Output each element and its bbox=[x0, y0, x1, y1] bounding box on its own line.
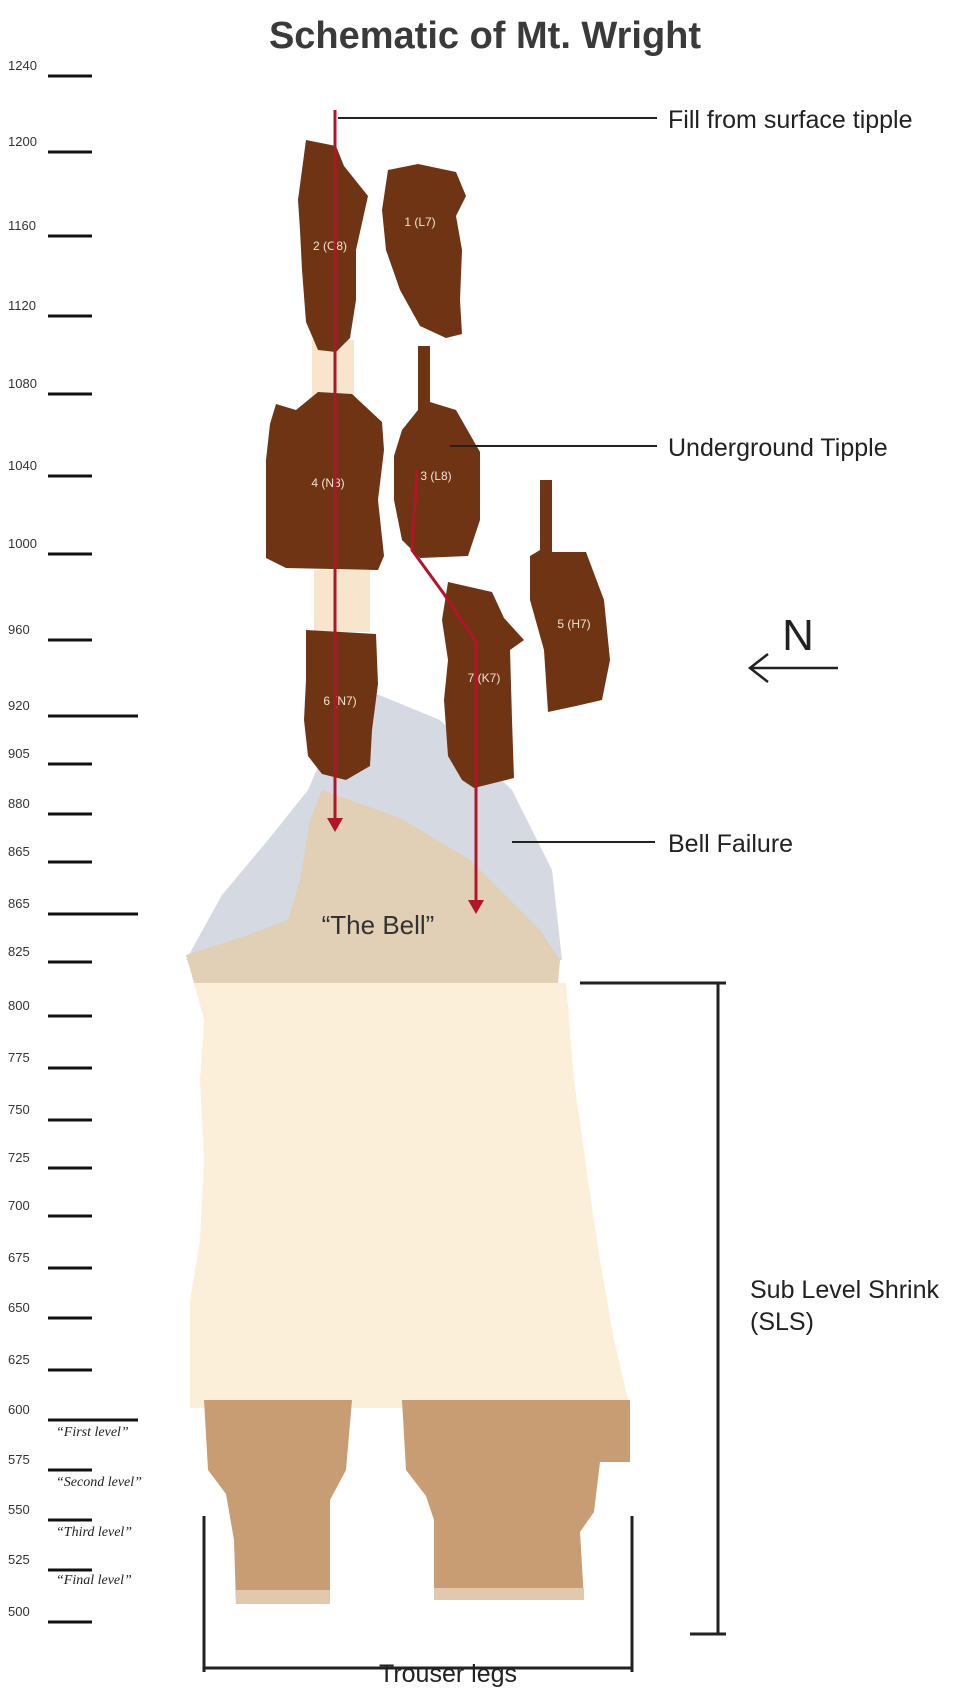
level-label-first: “First level” bbox=[56, 1425, 129, 1440]
elevation-tick-label: 725 bbox=[8, 1150, 30, 1165]
elevation-tick-label: 1000 bbox=[8, 536, 37, 551]
stope-5: 5 (H7) bbox=[530, 480, 610, 712]
elevation-tick-label: 700 bbox=[8, 1198, 30, 1213]
elevation-tick-label: 650 bbox=[8, 1300, 30, 1315]
level-label-second: “Second level” bbox=[56, 1475, 142, 1490]
pillar-shaft-lower bbox=[314, 570, 370, 632]
elevation-axis: 1240 1200 1160 1120 1080 1040 1000 960 920 905 880… bbox=[8, 58, 138, 1624]
elevation-tick-label: 750 bbox=[8, 1102, 30, 1117]
stope-4: 4 (N8) bbox=[266, 392, 384, 570]
stope-7: 7 (K7) bbox=[442, 582, 524, 788]
elevation-tick-label: 800 bbox=[8, 998, 30, 1013]
elevation-tick-label: 1240 bbox=[8, 58, 37, 73]
level-label-third: “Third level” bbox=[56, 1525, 132, 1540]
sls-zone bbox=[190, 983, 630, 1408]
elevation-tick-label: 575 bbox=[8, 1452, 30, 1467]
sls-callout-line2: (SLS) bbox=[750, 1308, 814, 1336]
bell-label: “The Bell” bbox=[322, 910, 435, 940]
svg-text:4 (N8): 4 (N8) bbox=[311, 476, 344, 490]
elevation-tick-label: 1160 bbox=[8, 218, 36, 233]
fill-callout: Fill from surface tipple bbox=[668, 106, 913, 134]
elevation-tick-label: 905 bbox=[8, 746, 30, 761]
trouser-legs bbox=[204, 1400, 630, 1604]
elevation-tick-label: 775 bbox=[8, 1050, 30, 1065]
elevation-tick-label: 525 bbox=[8, 1552, 30, 1567]
level-label-final: “Final level” bbox=[56, 1573, 132, 1588]
elevation-tick-label: 920 bbox=[8, 698, 30, 713]
elevation-tick-label: 880 bbox=[8, 796, 30, 811]
trouser-legs-bracket bbox=[202, 1516, 634, 1672]
elevation-tick-label: 675 bbox=[8, 1250, 30, 1265]
level-labels: “First level” “Second level” “Third leve… bbox=[56, 1425, 142, 1588]
svg-text:5 (H7): 5 (H7) bbox=[557, 617, 590, 631]
elevation-tick-label: 550 bbox=[8, 1502, 30, 1517]
stope-6: 6 (N7) bbox=[304, 630, 378, 780]
stope-2: 2 (O8) bbox=[298, 140, 368, 352]
sls-callout-line1: Sub Level Shrink bbox=[750, 1276, 940, 1304]
elevation-tick-label: 865 bbox=[8, 896, 30, 911]
north-label: N bbox=[782, 611, 814, 660]
sls-bracket bbox=[580, 981, 726, 1636]
elevation-tick-label: 825 bbox=[8, 944, 30, 959]
elevation-tick-label: 600 bbox=[8, 1402, 30, 1417]
svg-text:3 (L8): 3 (L8) bbox=[420, 469, 451, 483]
bell-failure-callout: Bell Failure bbox=[668, 830, 793, 858]
elevation-tick-label: 865 bbox=[8, 844, 30, 859]
stope-1: 1 (L7) bbox=[382, 164, 466, 338]
svg-text:1 (L7): 1 (L7) bbox=[404, 215, 435, 229]
north-arrow: N bbox=[747, 611, 838, 683]
fill-route-secondary bbox=[410, 469, 484, 914]
elevation-tick-label: 1040 bbox=[8, 458, 37, 473]
diagram-title: Schematic of Mt. Wright bbox=[269, 15, 701, 57]
svg-text:6 (N7): 6 (N7) bbox=[323, 694, 356, 708]
elevation-tick-label: 1200 bbox=[8, 134, 37, 149]
elevation-tick-label: 625 bbox=[8, 1352, 30, 1367]
underground-tipple-callout: Underground Tipple bbox=[668, 434, 888, 462]
svg-text:7 (K7): 7 (K7) bbox=[468, 671, 501, 685]
elevation-tick-label: 1080 bbox=[8, 376, 37, 391]
stope-3: 3 (L8) bbox=[394, 346, 480, 558]
elevation-tick-label: 960 bbox=[8, 622, 30, 637]
svg-text:2 (O8): 2 (O8) bbox=[313, 239, 347, 253]
elevation-tick-label: 500 bbox=[8, 1604, 30, 1619]
elevation-tick-label: 1120 bbox=[8, 298, 36, 313]
trouser-legs-callout: Trouser legs bbox=[379, 1660, 517, 1688]
fill-route-main bbox=[327, 110, 343, 832]
the-bell bbox=[186, 790, 560, 983]
